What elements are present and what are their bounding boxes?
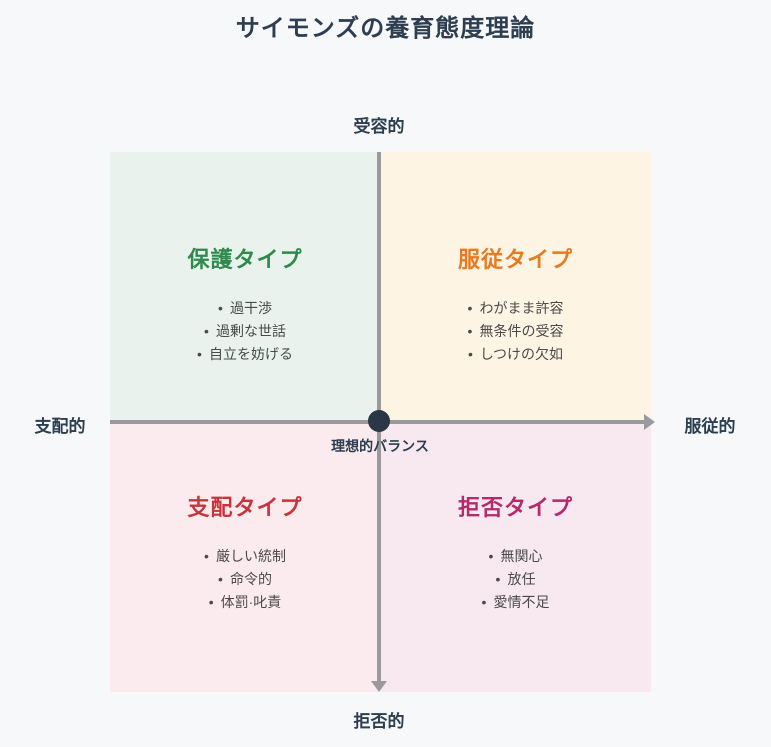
list-item: • 無関心 (380, 545, 651, 568)
list-item-text: 過干渉 (229, 300, 272, 316)
list-item-text: 体罰·叱責 (220, 594, 282, 610)
bullet-icon: • (218, 571, 223, 587)
quadrant-protective-list: • 過干渉 • 過剰な世話 • 自立を妨げる (110, 297, 380, 366)
page-title: サイモンズの養育態度理論 (235, 15, 536, 42)
list-item: • 過剰な世話 (110, 320, 380, 343)
quadrant-dominant-list: • 厳しい統制 • 命令的 • 体罰·叱責 (110, 545, 380, 614)
quadrant-rejecting: 拒否タイプ • 無関心 • 放任 • 愛情不足 (380, 421, 651, 692)
bullet-icon: • (467, 300, 473, 316)
list-item: • 過干渉 (110, 297, 380, 320)
quadrant-dominant-title: 支配タイプ (187, 495, 303, 520)
quadrant-indulgent: 服従タイプ • わがまま許容 • 無条件の受容 • しつけの欠如 (380, 152, 651, 421)
list-item: • 自立を妨げる (110, 343, 380, 366)
bullet-icon: • (495, 571, 501, 587)
quadrant-protective: 保護タイプ • 過干渉 • 過剰な世話 • 自立を妨げる (110, 152, 380, 421)
list-item-text: 自立を妨げる (208, 346, 293, 362)
axis-label-right: 服従的 (684, 417, 736, 436)
list-item: • しつけの欠如 (380, 343, 651, 366)
quadrant-indulgent-list: • わがまま許容 • 無条件の受容 • しつけの欠如 (380, 297, 651, 366)
quadrant-protective-title: 保護タイプ (187, 247, 303, 272)
bullet-icon: • (488, 548, 494, 564)
list-item-text: 愛情不足 (493, 594, 550, 610)
list-item-text: 厳しい統制 (215, 548, 286, 564)
list-item-text: 放任 (507, 571, 536, 587)
list-item: • 愛情不足 (380, 591, 651, 614)
bullet-icon: • (204, 323, 209, 339)
axis-label-bottom: 拒否的 (353, 712, 405, 731)
list-item-text: 無関心 (500, 548, 543, 564)
bullet-icon: • (481, 594, 487, 610)
center-point-label: 理想的バランス (331, 438, 429, 454)
quadrant-indulgent-title: 服従タイプ (457, 247, 573, 272)
axis-label-top: 受容的 (353, 117, 405, 136)
quadrant-dominant: 支配タイプ • 厳しい統制 • 命令的 • 体罰·叱責 (110, 421, 380, 692)
list-item: • 放任 (380, 568, 651, 591)
bullet-icon: • (208, 594, 214, 610)
bullet-icon: • (197, 346, 202, 362)
list-item: • 命令的 (110, 568, 380, 591)
list-item-text: わがまま許容 (479, 300, 564, 316)
bullet-icon: • (467, 346, 473, 362)
list-item-text: 命令的 (229, 571, 272, 587)
quadrant-rejecting-title: 拒否タイプ (457, 495, 573, 520)
list-item: • わがまま許容 (380, 297, 651, 320)
center-point-dot (368, 410, 390, 432)
bullet-icon: • (204, 548, 209, 564)
list-item: • 無条件の受容 (380, 320, 651, 343)
list-item: • 体罰·叱責 (110, 591, 380, 614)
down-arrowhead-icon (371, 681, 387, 692)
bullet-icon: • (467, 323, 473, 339)
bullet-icon: • (218, 300, 223, 316)
list-item-text: しつけの欠如 (479, 346, 564, 362)
list-item: • 厳しい統制 (110, 545, 380, 568)
axis-label-left: 支配的 (34, 417, 86, 436)
right-arrowhead-icon (644, 414, 655, 430)
list-item-text: 過剰な世話 (215, 323, 286, 339)
quadrant-rejecting-list: • 無関心 • 放任 • 愛情不足 (380, 545, 651, 614)
list-item-text: 無条件の受容 (479, 323, 564, 339)
